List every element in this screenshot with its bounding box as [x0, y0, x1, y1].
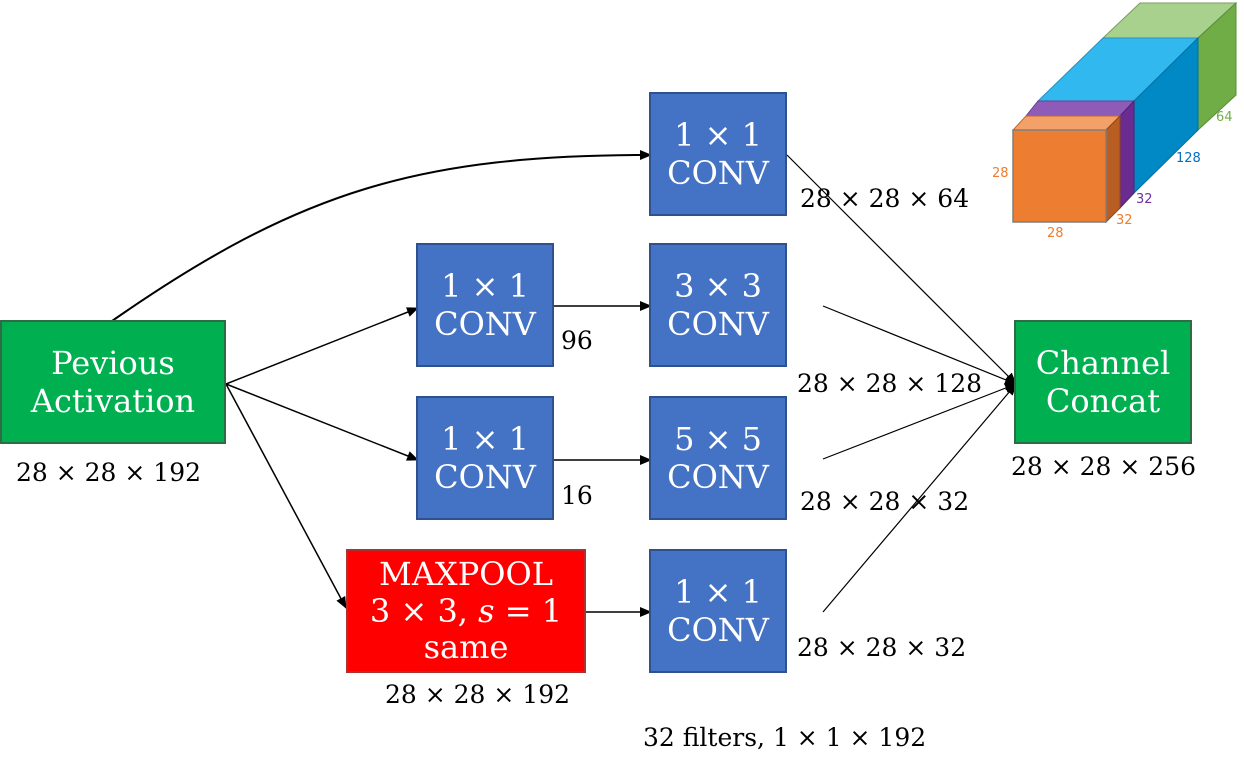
cube-depth-orange-label: 32 [1116, 213, 1133, 228]
arrow-prev-to-top-conv [111, 150, 652, 322]
arrow-prev-to-maxpool [225, 383, 347, 609]
conv5x5-out-label: 28 × 28 × 32 [800, 487, 970, 516]
cube-depth-blue-label: 128 [1176, 151, 1201, 166]
arrow-pool-conv-to-concat [822, 383, 1017, 613]
channel-concat-node: Channel Concat [1014, 320, 1192, 444]
reduce-b-channels-label: 16 [561, 481, 593, 510]
previous-dim-label: 28 × 28 × 192 [16, 458, 202, 487]
cube-height-label: 28 [992, 166, 1009, 181]
arrow-prev-to-reduce-b [225, 383, 419, 461]
pool-conv-out-label: 28 × 28 × 32 [797, 633, 967, 662]
conv3x3-out-label: 28 × 28 × 128 [797, 369, 983, 398]
concat-out-label: 28 × 28 × 256 [1011, 452, 1197, 481]
conv-3x3-node: 3 × 3 CONV [649, 243, 787, 367]
arrow-3x3-to-concat [822, 305, 1017, 385]
arrow-prev-to-reduce-a [225, 307, 419, 385]
arrow-5x5-to-concat [822, 383, 1017, 460]
cube-orange-side [1105, 114, 1121, 224]
conv-1x1-reduce-b-node: 1 × 1 CONV [416, 396, 554, 520]
cube-orange-top [1011, 115, 1122, 131]
arrow-top-to-concat [786, 154, 1017, 385]
reduce-a-channels-label: 96 [561, 326, 593, 355]
cube-width-label: 28 [1047, 226, 1064, 241]
cube-depth-purple-label: 32 [1136, 192, 1153, 207]
conv-1x1-reduce-a-node: 1 × 1 CONV [416, 243, 554, 367]
maxpool-node: MAXPOOL 3 × 3, 𝑠 = 1 same [346, 549, 586, 673]
pool-filters-label: 32 filters, 1 × 1 × 192 [643, 723, 927, 752]
conv-1x1-pool-node: 1 × 1 CONV [649, 549, 787, 673]
conv-5x5-node: 5 × 5 CONV [649, 396, 787, 520]
previous-activation-node: Pevious Activation [0, 320, 226, 444]
cube-purple-top [1024, 100, 1136, 117]
cube-orange-front [1012, 129, 1107, 223]
cube-depth-green-label: 64 [1216, 110, 1233, 125]
cube-purple-side [1119, 99, 1135, 210]
top-out-label: 28 × 28 × 64 [800, 184, 970, 213]
conv-1x1-top-node: 1 × 1 CONV [649, 92, 787, 216]
maxpool-out-label: 28 × 28 × 192 [385, 680, 571, 709]
